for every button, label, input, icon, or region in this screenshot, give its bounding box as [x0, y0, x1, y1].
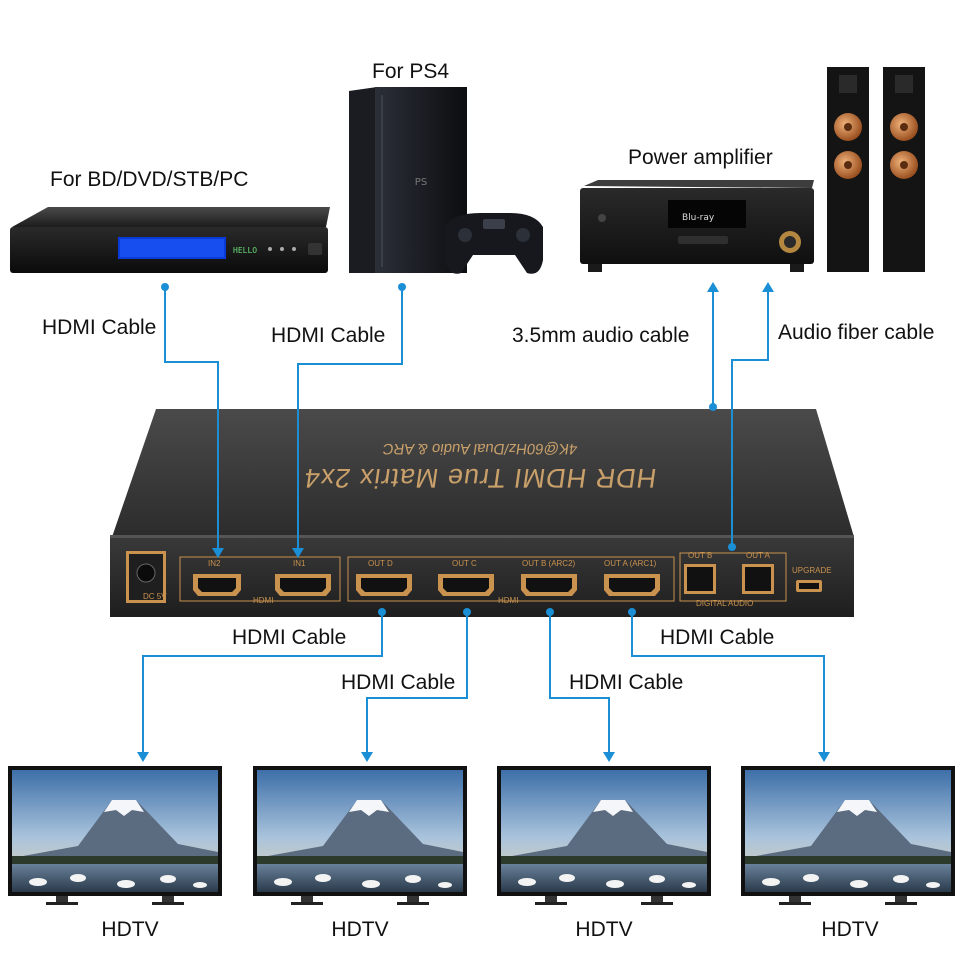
bluray-player: HELLO — [10, 207, 330, 273]
in2-label: IN2 — [208, 559, 221, 568]
cable-out-b-tv3 — [549, 612, 610, 752]
dc-port-label: DC 5V — [143, 592, 167, 601]
out-c-label: OUT C — [452, 559, 477, 568]
opt-b-label: OUT B — [688, 551, 713, 560]
out-b-label: OUT B (ARC2) — [522, 559, 576, 568]
out-d-label: OUT D — [368, 559, 393, 568]
hdtv-label-4: HDTV — [821, 918, 879, 941]
bd-source-label: For BD/DVD/STB/PC — [50, 168, 249, 191]
cable-out-d-tv1 — [142, 612, 383, 752]
amp-display-text: Blu-ray — [682, 213, 715, 223]
cable-out-c-tv2 — [366, 612, 468, 752]
digital-audio-label: DIGITAL AUDIO — [696, 599, 754, 608]
cable-audio-fiber — [731, 290, 769, 547]
power-amplifier: Blu-ray — [580, 180, 814, 272]
opt-a-label: OUT A — [746, 551, 770, 560]
cable-label-out-c: HDMI Cable — [341, 671, 456, 694]
upgrade-label: UPGRADE — [792, 566, 832, 575]
svg-text:PS: PS — [415, 177, 427, 188]
hdmi-in-label: HDMI — [253, 596, 274, 605]
ps4-source-label: For PS4 — [372, 60, 450, 83]
hdtv-label-3: HDTV — [575, 918, 633, 941]
cable-out-a-tv4 — [631, 612, 825, 752]
hdtv-label-2: HDTV — [331, 918, 389, 941]
cable-bd-to-in2 — [164, 287, 219, 550]
cable-ps4-to-in1 — [297, 287, 403, 550]
cable-label-out-d: HDMI Cable — [232, 626, 347, 649]
tower-speakers — [827, 67, 925, 272]
cable-label-out-a: HDMI Cable — [660, 626, 775, 649]
in1-label: IN1 — [293, 559, 306, 568]
cable-label-fiber: Audio fiber cable — [778, 321, 935, 344]
cable-label-ps4: HDMI Cable — [271, 324, 386, 347]
out-a-label: OUT A (ARC1) — [604, 559, 657, 568]
ps4-console: PS — [349, 87, 543, 274]
cable-label-35mm: 3.5mm audio cable — [512, 324, 690, 347]
hdtv-label-1: HDTV — [101, 918, 159, 941]
hdmi-out-label: HDMI — [498, 596, 519, 605]
cable-label-bd: HDMI Cable — [42, 316, 157, 339]
amplifier-label: Power amplifier — [628, 146, 773, 169]
player-display-text: HELLO — [233, 246, 257, 255]
cable-label-out-b: HDMI Cable — [569, 671, 684, 694]
